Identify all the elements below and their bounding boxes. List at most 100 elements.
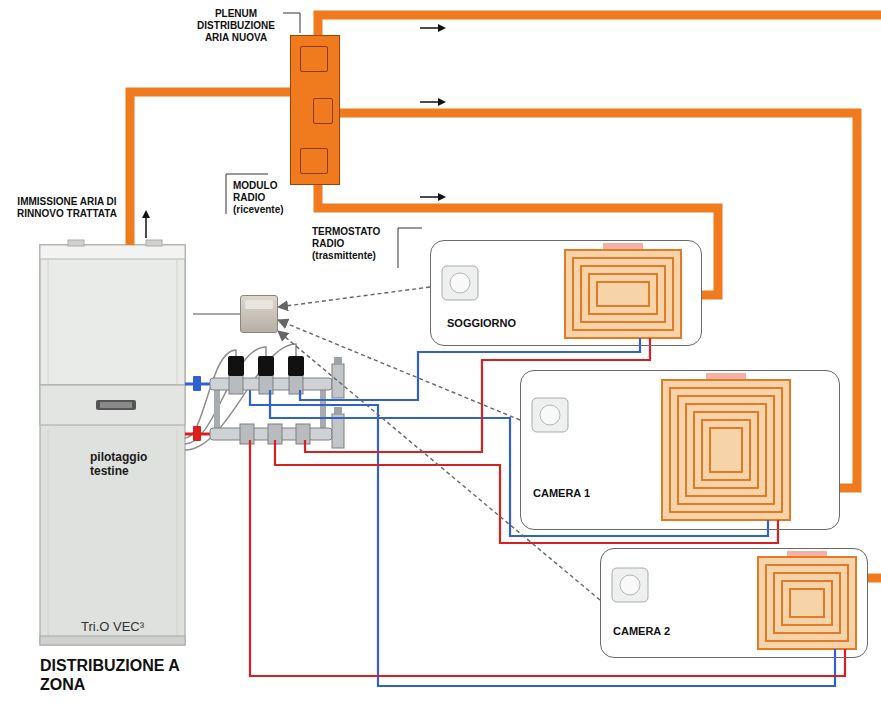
- floor-coils: [565, 243, 856, 649]
- actuator-head: [228, 356, 244, 376]
- manifold-fitting: [296, 424, 310, 444]
- thermostat-body: [612, 568, 648, 602]
- cabinet-body: [40, 245, 185, 645]
- air-duct: [130, 92, 290, 245]
- coil-loop: [694, 412, 758, 488]
- manifold-bracket: [214, 390, 220, 428]
- edges: [130, 92, 857, 600]
- blue-pipe: [250, 390, 835, 686]
- cabinet-upper: [40, 245, 185, 385]
- air-duct: [340, 113, 857, 488]
- module-label: MODULO RADIO (ricevente): [233, 180, 295, 216]
- duct-collar: [146, 240, 162, 246]
- control-wire: [185, 344, 296, 450]
- panel-line: [48, 430, 49, 636]
- radio-signal: [278, 331, 600, 600]
- red-pipe: [275, 440, 778, 543]
- cabinet-lid: [40, 245, 185, 259]
- thermostat-dial: [540, 405, 560, 425]
- coil-loop: [573, 258, 673, 330]
- flow-arrowhead: [438, 98, 446, 106]
- coil-loop: [702, 420, 750, 480]
- port-outline: [300, 46, 328, 72]
- flow-arrow: [145, 216, 147, 238]
- blue-pipe: [270, 390, 768, 536]
- vent-cap: [334, 357, 342, 364]
- panel-line: [177, 430, 178, 636]
- room-box: SOGGIORNO: [430, 240, 702, 346]
- coil-loop: [686, 404, 766, 496]
- coil-strip: [787, 551, 827, 556]
- manifold-fitting: [240, 424, 254, 444]
- coil-loop: [597, 282, 649, 306]
- radio-signal: [278, 287, 430, 307]
- ball-valve: [193, 376, 201, 391]
- thermostat-label: TERMOSTATO RADIO (trasmittente): [312, 226, 394, 262]
- air-intake-label: IMMISSIONE ARIA DI RINNOVO TRATTATA: [12, 196, 122, 220]
- coil-loop: [790, 589, 824, 617]
- diagram-title: DISTRIBUZIONE A ZONA: [40, 656, 190, 694]
- floor-coil: [662, 380, 790, 520]
- actuator-head: [258, 356, 274, 376]
- leader-line: [283, 13, 300, 33]
- room-name: SOGGIORNO: [447, 317, 516, 329]
- vent-fitting: [332, 364, 344, 398]
- thermostats: [442, 266, 648, 602]
- leader-lines: [226, 13, 422, 268]
- plenum-box: PLENUM DISTRIBUZIONE ARIA NUOVA: [290, 35, 340, 185]
- heat-pump-unit: pilotaggio testineTri.O VEC³: [40, 245, 193, 645]
- coil-loop: [678, 396, 774, 504]
- extra-ducts: [318, 15, 881, 578]
- red-pipe: [305, 338, 650, 452]
- manifold: [185, 356, 344, 448]
- coil-loop: [766, 565, 848, 641]
- leader-line: [398, 228, 422, 268]
- blue-pipe: [300, 338, 640, 400]
- display-slot: [96, 400, 136, 410]
- panel-line: [48, 259, 49, 385]
- heating-pipes: [250, 338, 845, 686]
- radio-module-box: MODULO RADIO (ricevente): [240, 295, 278, 333]
- port-outline: [245, 300, 273, 309]
- actuator-head: [288, 356, 304, 376]
- vent-cap: [334, 407, 342, 414]
- port-outline: [313, 98, 333, 124]
- red-pipe: [250, 440, 845, 676]
- heat-pump-cabinet: [40, 240, 185, 645]
- flow-arrowhead: [142, 210, 150, 218]
- head-wires: [185, 344, 296, 450]
- thermostat-body: [532, 398, 568, 432]
- coil-loop: [782, 581, 832, 625]
- coil-loop: [581, 266, 665, 322]
- manifold-fitting: [229, 374, 243, 394]
- air-duct: [318, 15, 881, 35]
- port-outline: [300, 148, 328, 174]
- manifold-bracket: [320, 390, 326, 428]
- flow-arrow: [420, 101, 440, 103]
- thermostat-dial: [620, 575, 640, 595]
- coil-strip: [603, 243, 643, 249]
- cabinet-base: [40, 636, 185, 645]
- coil-loop: [710, 428, 742, 472]
- room-name: CAMERA 2: [613, 625, 670, 637]
- coil-loop: [589, 274, 657, 314]
- coil-strip: [706, 373, 746, 379]
- display-window: [100, 402, 132, 408]
- flow-arrowhead: [438, 193, 446, 201]
- model-name: Tri.O VEC³: [40, 619, 185, 634]
- ball-valve: [193, 426, 201, 441]
- room-box: CAMERA 2: [600, 548, 868, 658]
- cabinet-band: [40, 385, 185, 425]
- room-name: CAMERA 1: [533, 487, 590, 499]
- floor-coil: [758, 557, 856, 649]
- flow-arrowhead: [438, 24, 446, 32]
- air-duct: [868, 574, 881, 583]
- thermostat-body: [442, 266, 478, 300]
- floor-coil: [565, 250, 681, 338]
- coil-loop: [774, 573, 840, 633]
- panel-line: [177, 259, 178, 385]
